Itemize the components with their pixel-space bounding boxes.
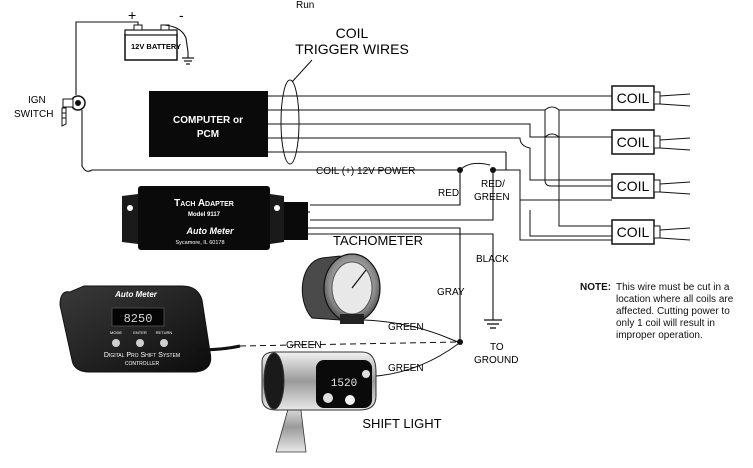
controller-name-line1: Digital Pro Shift System xyxy=(104,352,180,359)
controller-name-line2: CONTROLLER xyxy=(125,361,160,367)
controller-button-return: RETURN xyxy=(156,330,173,335)
controller-green-wire xyxy=(239,341,459,347)
note-text: This wire must be cut in a location wher… xyxy=(616,282,734,341)
tach-green-wire xyxy=(363,319,459,343)
tach-adapter-location: Sycamore, IL 60178 xyxy=(175,240,224,246)
ignition-switch xyxy=(61,95,86,127)
controller-brand: Auto Meter xyxy=(114,290,158,299)
header-fragment: Run xyxy=(296,0,314,11)
ign-switch-label-line2: SWITCH xyxy=(14,109,53,120)
coil-3: COIL xyxy=(611,173,691,199)
tach-adapter-model: Model 9117 xyxy=(188,212,221,218)
gray-junction-dot xyxy=(457,339,463,345)
tach-adapter: Tach Adapter Model 9117 Auto Meter Sycam… xyxy=(122,186,284,250)
coil-trigger-pointer xyxy=(291,59,313,83)
battery-plus-label: + xyxy=(128,7,136,23)
note-block: NOTE: This wire must be cut in a locatio… xyxy=(580,282,750,342)
ground-symbol xyxy=(484,319,502,329)
controller: 8250 MODE ENTER RETURN Digital Pro Shift… xyxy=(59,285,241,373)
battery-minus-label: - xyxy=(179,7,184,23)
red-green-label-line1: RED/ xyxy=(481,179,505,190)
shift-light-label: SHIFT LIGHT xyxy=(362,416,441,431)
note-key: NOTE: xyxy=(580,282,612,293)
to-ground-label-line2: GROUND xyxy=(474,355,518,366)
gray-label: GRAY xyxy=(437,287,465,298)
black-label: BLACK xyxy=(476,254,509,265)
computer-pcm-box xyxy=(149,91,268,157)
coil-power-branches xyxy=(459,162,612,241)
coil-trigger-bundle-ring xyxy=(280,79,300,165)
ign-switch-label-line1: IGN xyxy=(28,95,46,106)
coil-trigger-label-line2: TRIGGER WIRES xyxy=(295,41,409,57)
red-green-label-line2: GREEN xyxy=(474,192,510,203)
tach-adapter-output-wires xyxy=(284,202,494,340)
green-controller-label: GREEN xyxy=(286,340,322,351)
red-label: RED xyxy=(438,188,459,199)
coil-trigger-wires xyxy=(268,95,612,237)
coil-4-label: COIL xyxy=(617,224,650,240)
computer-label-line2: PCM xyxy=(197,129,219,140)
shift-light: 1520 xyxy=(261,351,377,453)
coil-3-label: COIL xyxy=(617,178,650,194)
tachometer xyxy=(301,253,381,324)
red-wire xyxy=(310,170,461,206)
coil-2: COIL xyxy=(611,129,691,155)
coil-1-label: COIL xyxy=(617,90,650,106)
tach-adapter-title: Tach Adapter xyxy=(174,198,234,209)
controller-button-enter: ENTER xyxy=(133,330,147,335)
ignition-feed-wire xyxy=(81,110,300,172)
battery: + - 12V BATTERY xyxy=(124,7,184,61)
battery-label: 12V BATTERY xyxy=(131,42,181,51)
coil-2-label: COIL xyxy=(617,134,650,150)
to-ground-label-line1: TO xyxy=(490,342,504,353)
shift-light-display: 1520 xyxy=(331,378,357,390)
tachometer-label: TACHOMETER xyxy=(333,233,423,248)
computer-label-line1: COMPUTER or xyxy=(173,115,243,126)
tach-adapter-brand: Auto Meter xyxy=(186,226,234,236)
battery-wires xyxy=(75,21,194,95)
shift-light-green-wire xyxy=(375,343,459,377)
green-shift-label: GREEN xyxy=(388,363,424,374)
coil-trigger-label-line1: COIL xyxy=(336,25,369,41)
coil-power-label: COIL (+) 12V POWER xyxy=(316,166,415,177)
red-green-wire xyxy=(310,152,507,221)
coil-4: COIL xyxy=(611,219,691,245)
controller-display: 8250 xyxy=(124,312,153,326)
coil-1: COIL xyxy=(611,85,691,111)
green-tach-label: GREEN xyxy=(388,322,424,333)
controller-button-mode: MODE xyxy=(110,330,122,335)
